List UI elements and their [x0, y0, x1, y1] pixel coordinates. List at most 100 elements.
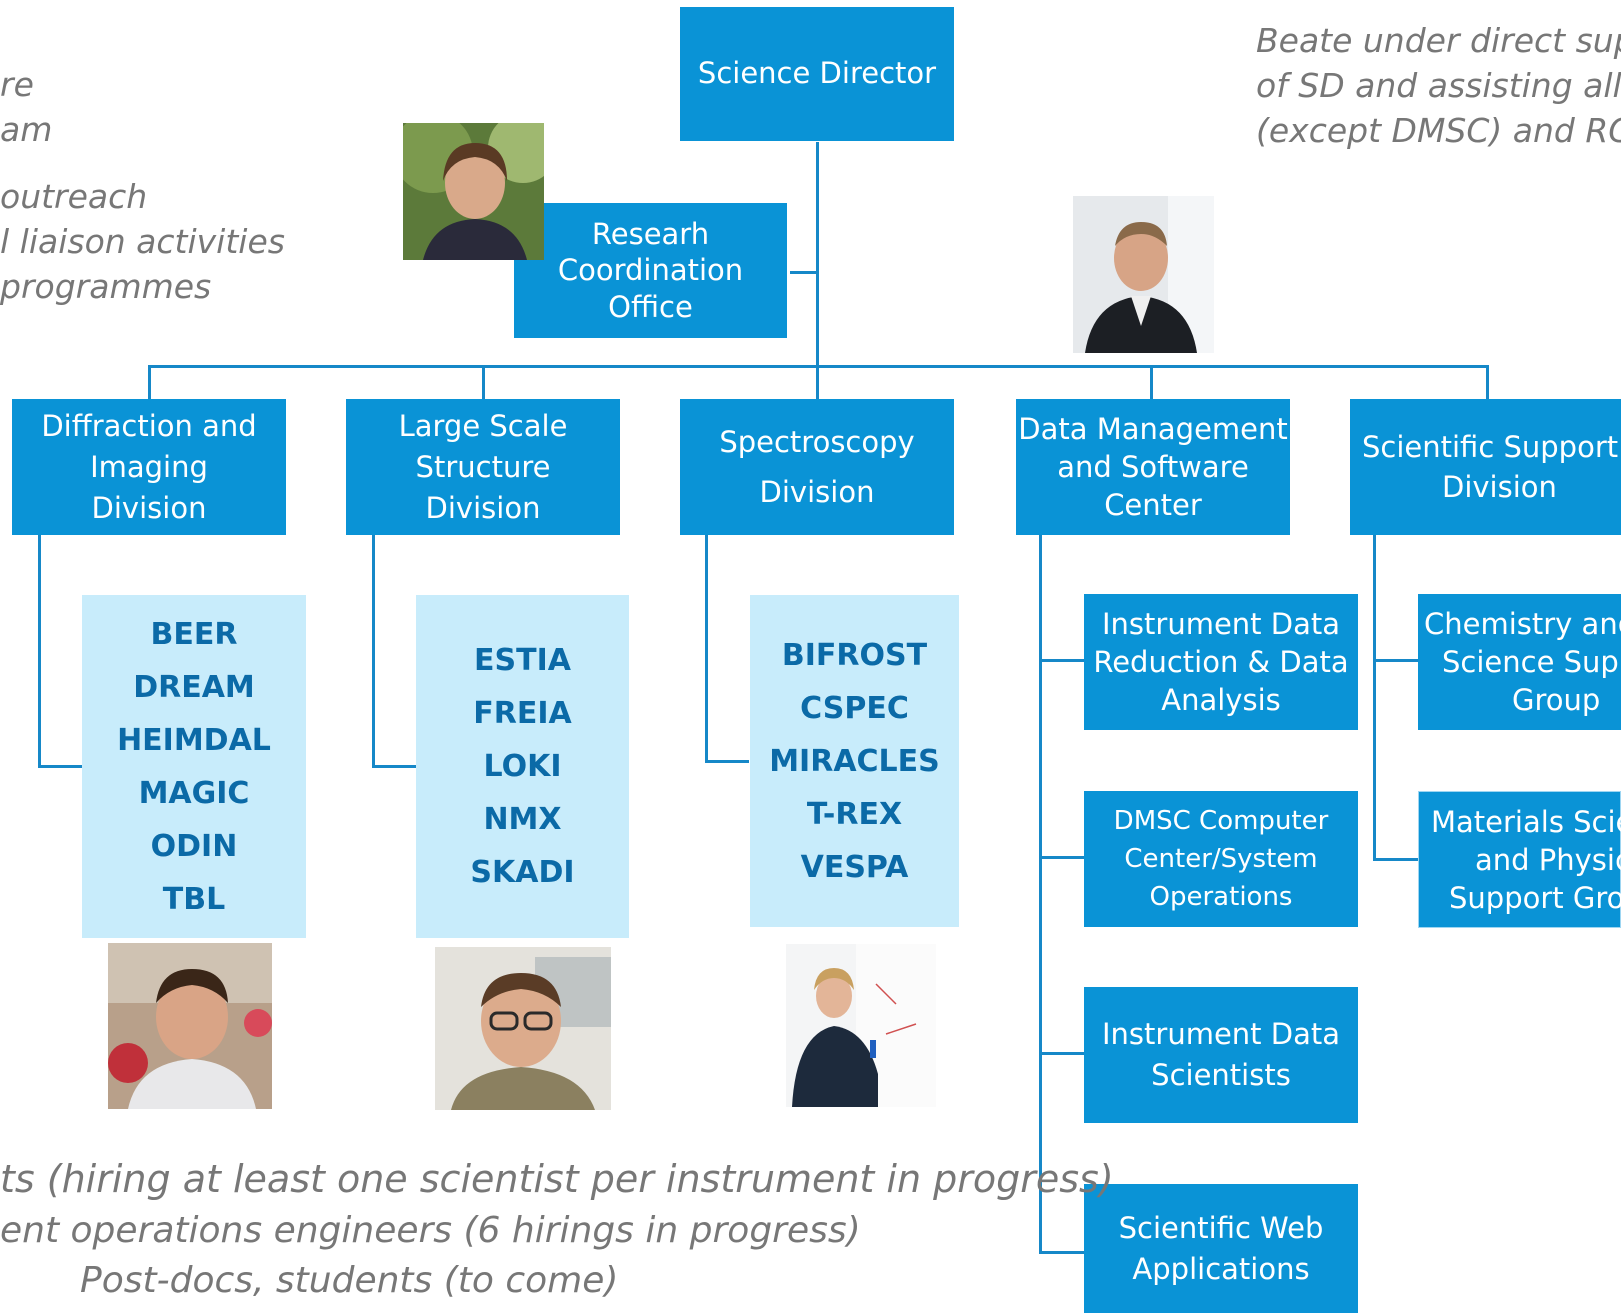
box-label: Center	[1104, 488, 1202, 522]
staff-photo-rco	[403, 123, 544, 260]
box-label: Spectroscopy	[719, 425, 915, 459]
connector	[1486, 366, 1489, 399]
connector	[38, 535, 41, 767]
instrument-name: MIRACLES	[769, 743, 940, 779]
dmsc-group-data-reduction-box: Instrument Data Reduction & Data Analysi…	[1084, 594, 1358, 730]
instrument-name: SKADI	[470, 855, 575, 890]
box-label: Structure	[415, 449, 551, 484]
staff-photo-spectroscopy	[786, 944, 936, 1107]
instrument-list-diffraction: BEER DREAM HEIMDAL MAGIC ODIN TBL	[82, 595, 306, 938]
box-label: Center/System	[1124, 844, 1318, 874]
note-line: outreach	[0, 177, 148, 216]
box-label: Chemistry and	[1424, 607, 1621, 641]
box-label: Applications	[1132, 1251, 1310, 1286]
instrument-name: DREAM	[133, 669, 255, 705]
note-line: l liaison activities	[0, 222, 285, 261]
connector	[38, 765, 82, 768]
note-line: (except DMSC) and RC	[1256, 111, 1621, 150]
connector	[790, 271, 818, 274]
box-label: Science Director	[697, 56, 937, 91]
note-line: re	[0, 65, 34, 104]
box-label: Division	[91, 490, 207, 525]
note-line: am	[0, 110, 53, 149]
dmsc-group-scientific-web-box: Scientific Web Applications	[1084, 1184, 1358, 1313]
box-label: Division	[759, 475, 875, 509]
box-label: Division	[425, 490, 541, 525]
staff-photo-scientific-support	[1073, 196, 1214, 353]
note-line: of SD and assisting all	[1256, 66, 1621, 105]
instrument-list-spectroscopy: BIFROST CSPEC MIRACLES T-REX VESPA	[750, 595, 959, 927]
box-label: and Software	[1057, 450, 1249, 484]
connector	[1039, 535, 1042, 1253]
division-large-scale-structure-box: Large Scale Structure Division	[346, 399, 620, 535]
box-label: Analysis	[1161, 683, 1281, 717]
connector	[148, 366, 151, 399]
connector	[1039, 659, 1084, 662]
instrument-name: MAGIC	[138, 775, 250, 811]
box-label: Scientists	[1151, 1058, 1291, 1092]
instrument-name: CSPEC	[800, 690, 909, 726]
note-bottom-1: ts (hiring at least one scientist per in…	[0, 1153, 1114, 1205]
box-label: Data Management	[1018, 412, 1288, 446]
box-label: Instrument Data	[1101, 607, 1341, 641]
note-top-left: re am outreach l liaison activities prog…	[0, 62, 285, 309]
note-bottom-3: Post-docs, students (to come)	[80, 1256, 618, 1306]
box-label: Group	[1512, 683, 1601, 717]
box-label: Diffraction and	[41, 408, 257, 443]
box-label: Imaging	[90, 449, 208, 484]
box-label: Coordination	[557, 253, 744, 288]
instrument-name: ODIN	[150, 828, 238, 864]
connector	[1373, 659, 1418, 662]
connector	[705, 535, 708, 762]
note-line: ent operations engineers (6 hirings in p…	[0, 1210, 861, 1251]
connector	[372, 535, 375, 767]
instrument-name: BEER	[150, 616, 238, 652]
connector	[1373, 858, 1418, 861]
division-data-management-box: Data Management and Software Center	[1016, 399, 1290, 535]
connector	[816, 142, 819, 367]
box-label: Reduction & Data	[1093, 645, 1349, 679]
note-line: programmes	[0, 267, 212, 306]
research-coordination-office-box: Researh Coordination Office	[514, 203, 787, 338]
connector	[816, 366, 819, 399]
staff-photo-large-scale	[435, 947, 611, 1110]
instrument-name: TBL	[162, 881, 226, 917]
note-line: Beate under direct supe	[1256, 21, 1621, 60]
instrument-name: FREIA	[473, 696, 572, 731]
dmsc-group-computer-center-box: DMSC Computer Center/System Operations	[1084, 791, 1358, 927]
box-label: Materials Scie	[1431, 804, 1621, 839]
box-label: Support Gro	[1449, 880, 1621, 915]
instrument-name: ESTIA	[474, 643, 571, 678]
note-line: ts (hiring at least one scientist per in…	[0, 1157, 1114, 1201]
box-label: Division	[1442, 470, 1557, 504]
connector	[705, 760, 749, 763]
box-label: and Physic	[1475, 842, 1621, 877]
box-label: Researh	[591, 217, 710, 252]
instrument-name: T-REX	[806, 796, 903, 832]
support-group-materials-box: Materials Scie and Physic Support Gro	[1418, 791, 1621, 928]
instrument-name: LOKI	[483, 749, 562, 784]
science-director-box: Science Director	[680, 7, 954, 141]
instrument-name: HEIMDAL	[117, 722, 271, 758]
box-label: Instrument Data	[1101, 1017, 1341, 1051]
connector	[482, 366, 485, 399]
connector	[1373, 535, 1376, 861]
instrument-name: NMX	[483, 802, 562, 837]
staff-photo-diffraction	[108, 943, 272, 1109]
note-top-right: Beate under direct supe of SD and assist…	[1256, 18, 1621, 153]
connector	[1039, 1251, 1084, 1254]
dmsc-group-instrument-data-scientists-box: Instrument Data Scientists	[1084, 987, 1358, 1123]
box-label: Large Scale	[398, 408, 568, 443]
box-label: Science Supp	[1442, 645, 1621, 679]
division-spectroscopy-box: Spectroscopy Division	[680, 399, 954, 535]
box-label: Scientific Support	[1362, 430, 1619, 464]
connector	[372, 765, 416, 768]
box-label: Operations	[1149, 882, 1293, 912]
instrument-name: VESPA	[800, 849, 909, 885]
connector	[1039, 1052, 1084, 1055]
instrument-list-large-scale: ESTIA FREIA LOKI NMX SKADI	[416, 595, 629, 938]
box-label: Office	[608, 289, 693, 324]
box-label: DMSC Computer	[1113, 806, 1329, 836]
division-diffraction-imaging-box: Diffraction and Imaging Division	[12, 399, 286, 535]
note-bottom-2: ent operations engineers (6 hirings in p…	[0, 1206, 861, 1256]
